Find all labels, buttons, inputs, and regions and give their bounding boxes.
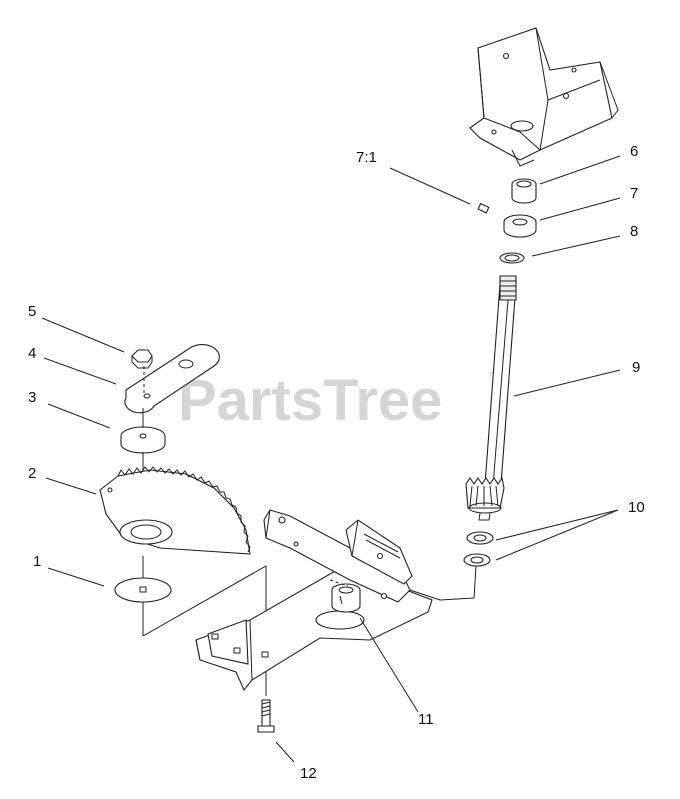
callout-4[interactable]: 4 (28, 345, 36, 362)
bushing-6 (511, 178, 537, 204)
callout-12[interactable]: 12 (300, 765, 317, 782)
callout-5[interactable]: 5 (28, 303, 36, 320)
callout-6[interactable]: 6 (630, 143, 638, 160)
watermark: PartsTree (178, 368, 442, 433)
callout-7[interactable]: 7 (630, 185, 638, 202)
bushing-11 (331, 583, 361, 613)
washer-1 (114, 577, 172, 603)
washer-10a (466, 531, 494, 545)
upper-bracket (469, 27, 619, 167)
callout-2[interactable]: 2 (28, 465, 36, 482)
set-screw-7-1 (477, 202, 490, 214)
callout-9[interactable]: 9 (632, 359, 640, 376)
callout-1[interactable]: 1 (33, 553, 41, 570)
callout-3[interactable]: 3 (28, 389, 36, 406)
shaft-axis-line (473, 565, 477, 599)
callout-7-1[interactable]: 7:1 (356, 149, 377, 166)
callout-8[interactable]: 8 (630, 223, 638, 240)
nut-5 (131, 349, 153, 369)
retaining-ring-8 (499, 252, 525, 264)
lower-bracket (195, 509, 475, 692)
bearing-7 (503, 214, 537, 238)
steering-shaft-9 (465, 275, 517, 521)
bolt-12 (257, 699, 275, 733)
spacer-3 (120, 426, 166, 454)
callout-10[interactable]: 10 (628, 499, 645, 516)
washer-10b (463, 553, 491, 567)
sector-gear-2 (99, 466, 251, 555)
callout-11[interactable]: 11 (418, 711, 434, 728)
link-plate-4 (124, 344, 220, 414)
